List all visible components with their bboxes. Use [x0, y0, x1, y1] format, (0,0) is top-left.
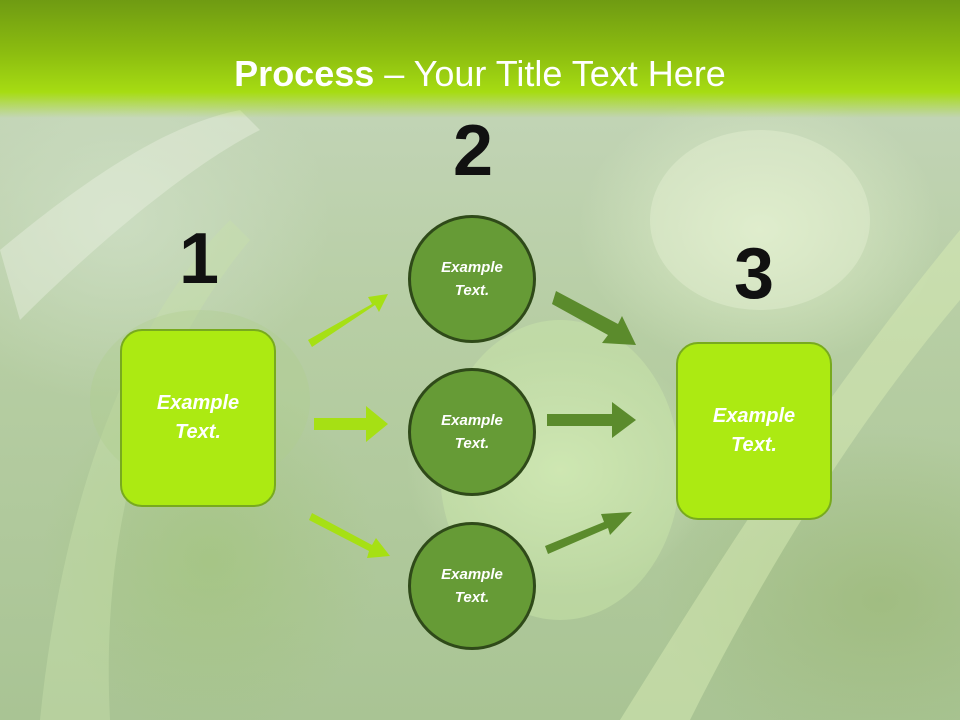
step-3-text-line2: Text.	[731, 434, 777, 456]
circle-middle-text-line2: Text.	[454, 435, 490, 452]
step-1-box[interactable]: Example Text.	[120, 329, 276, 507]
step-number-2[interactable]: 2	[452, 111, 494, 191]
step-2-circle-middle[interactable]: Example Text.	[408, 368, 536, 496]
arrow-1-to-middle	[314, 406, 388, 442]
step-1-text-line1: Example	[156, 392, 240, 414]
step-number-1[interactable]: 1	[178, 219, 220, 299]
circle-top-text-line2: Text.	[454, 282, 490, 299]
title-bold: Process	[234, 53, 375, 94]
step-3-box[interactable]: Example Text.	[676, 342, 832, 520]
circle-bottom-text-line2: Text.	[454, 589, 490, 606]
arrow-top-to-3	[552, 291, 636, 345]
arrow-middle-to-3	[547, 402, 636, 438]
step-1-text-line2: Text.	[175, 421, 221, 443]
circle-middle-text-line1: Example	[441, 412, 503, 429]
title-rest: – Your Title Text Here	[374, 53, 726, 94]
title-bar	[0, 0, 960, 118]
slide-title[interactable]: Process – Your Title Text Here	[0, 52, 960, 96]
arrow-1-to-top	[308, 294, 388, 347]
step-3-text-line1: Example	[712, 405, 796, 427]
step-2-circle-top[interactable]: Example Text.	[408, 215, 536, 343]
circle-bottom-text-line1: Example	[441, 566, 503, 583]
arrow-1-to-bottom	[309, 513, 390, 558]
arrow-bottom-to-3	[545, 512, 632, 554]
step-number-3[interactable]: 3	[733, 234, 775, 314]
step-2-circle-bottom[interactable]: Example Text.	[408, 522, 536, 650]
circle-top-text-line1: Example	[441, 259, 503, 276]
